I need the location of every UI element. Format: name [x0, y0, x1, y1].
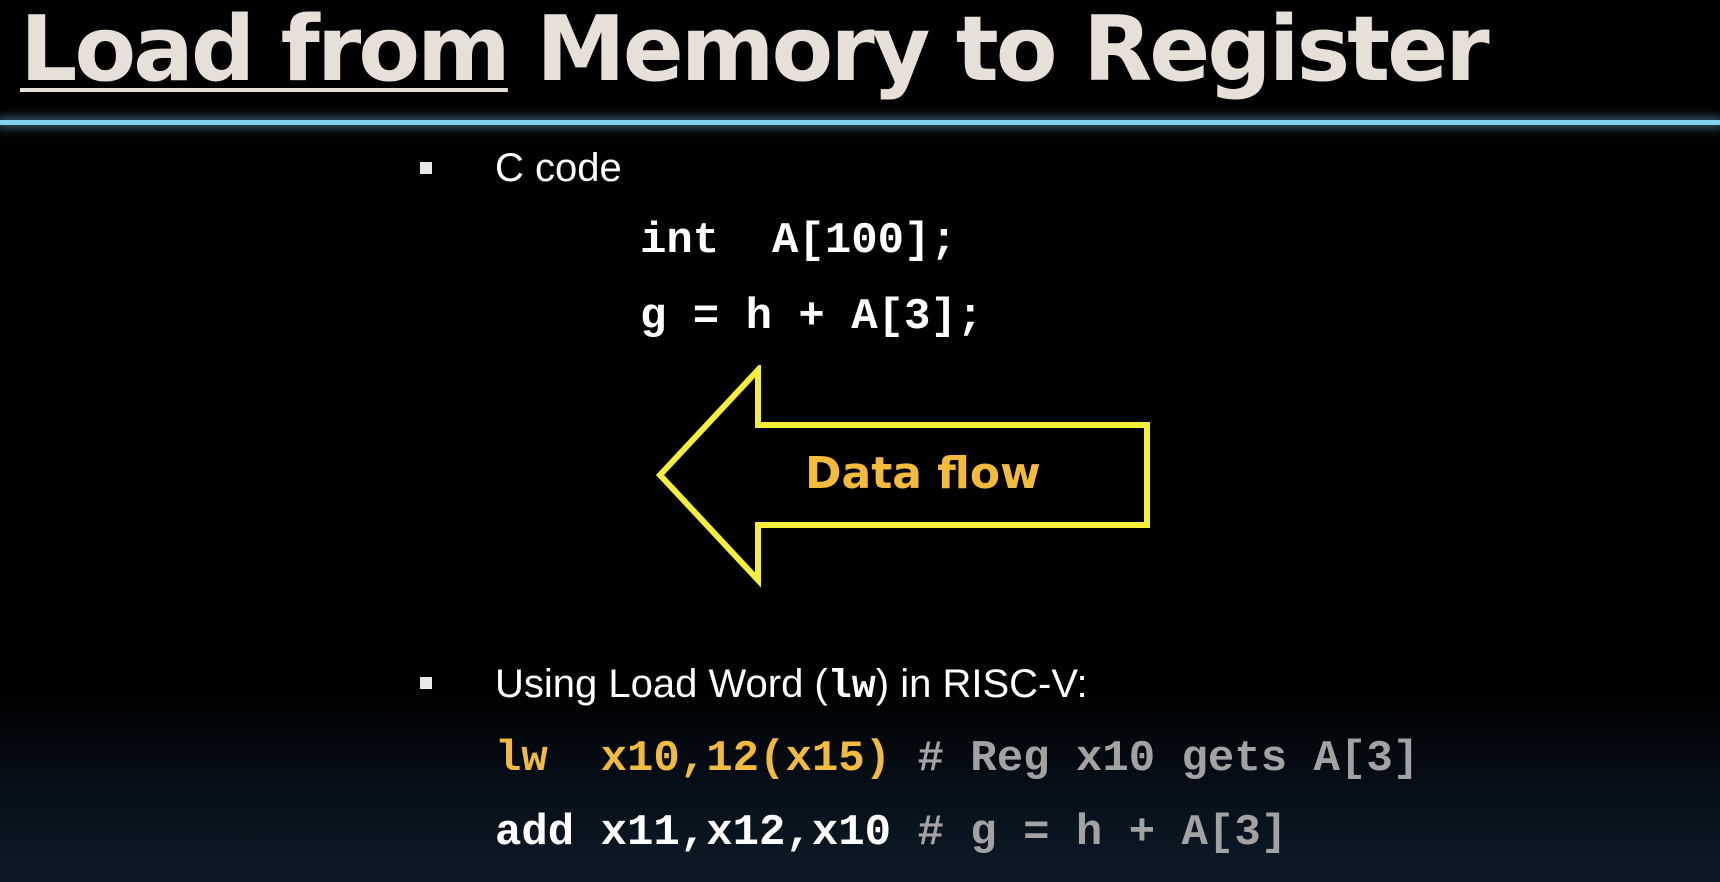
asm-line-2: add x11,x12,x10 # g = h + A[3]	[495, 808, 1287, 858]
title-rest: Memory to Register	[536, 0, 1489, 102]
title-divider	[0, 120, 1720, 125]
asm-comment-1: # Reg x10 gets A[3]	[917, 734, 1420, 784]
asm-instruction-add: add x11,x12,x10	[495, 808, 892, 858]
bullet-marker-1	[420, 162, 432, 174]
inline-code-lw: lw	[827, 665, 876, 710]
slide-title: Load from Memory to Register	[20, 0, 1490, 102]
left-arrow-icon	[655, 365, 1150, 588]
asm-line-1: lw x10,12(x15) # Reg x10 gets A[3]	[495, 734, 1419, 784]
data-flow-label: Data flow	[805, 448, 1041, 499]
asm-comment-2: # g = h + A[3]	[917, 808, 1288, 858]
asm-instruction-lw: lw x10,12(x15)	[495, 734, 892, 784]
bullet-label-c-code: C code	[495, 146, 622, 190]
c-code-line-1: int A[100];	[640, 216, 957, 266]
c-code-line-2: g = h + A[3];	[640, 292, 984, 342]
title-underlined-part: Load from	[20, 0, 511, 102]
bullet-marker-2	[420, 677, 432, 689]
bullet-label-risc-v: Using Load Word (lw) in RISC-V:	[495, 662, 1088, 710]
